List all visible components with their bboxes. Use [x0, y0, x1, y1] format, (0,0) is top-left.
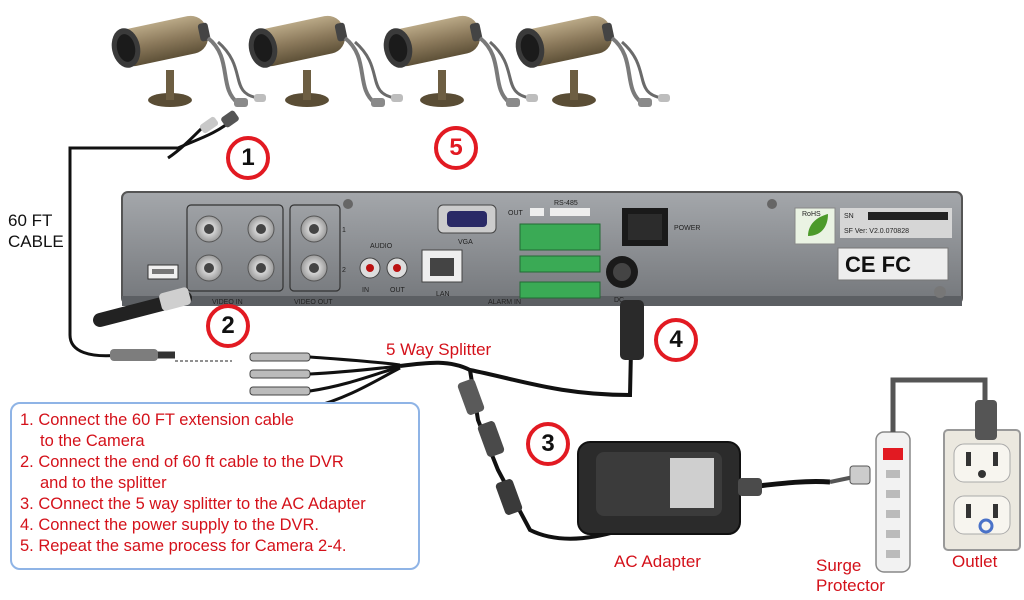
- svg-text:2: 2: [342, 267, 346, 274]
- surge-protector-label: Surge Protector: [816, 556, 885, 595]
- svg-text:DC: DC: [614, 297, 624, 304]
- svg-text:VGA: VGA: [458, 239, 473, 246]
- instruction-item: 3. COnnect the 5 way splitter to the AC …: [20, 495, 366, 513]
- dvr-rear-panel: VIDEO IN VIDEO OUT AUDIO IN OUT VGA LAN …: [121, 191, 963, 306]
- step-marker-4: 4: [654, 318, 698, 362]
- svg-text:CE FC: CE FC: [845, 252, 911, 277]
- svg-text:ALARM IN: ALARM IN: [488, 299, 521, 306]
- step-marker-1: 1: [226, 136, 270, 180]
- svg-text:LAN: LAN: [436, 291, 450, 298]
- svg-text:OUT: OUT: [508, 210, 524, 217]
- cable-label: 60 FT CABLE: [8, 211, 64, 251]
- svg-text:RoHS: RoHS: [802, 211, 821, 218]
- ac-adapter-label: AC Adapter: [614, 552, 701, 571]
- svg-text:SN: SN: [844, 213, 854, 220]
- svg-text:POWER: POWER: [674, 225, 700, 232]
- ac-adapter-icon: [577, 441, 831, 535]
- svg-text:VIDEO OUT: VIDEO OUT: [294, 299, 333, 306]
- surge-protector-icon: [829, 377, 988, 573]
- outlet-label: Outlet: [952, 552, 998, 571]
- svg-text:OUT: OUT: [390, 287, 406, 294]
- step-marker-3: 3: [526, 422, 570, 466]
- step-marker-5: 5: [434, 126, 478, 170]
- camera-icon: [106, 10, 268, 109]
- wall-outlet-icon: [943, 400, 1021, 551]
- svg-text:VIDEO IN: VIDEO IN: [212, 299, 243, 306]
- svg-text:IN: IN: [362, 287, 369, 294]
- svg-text:1: 1: [342, 227, 346, 234]
- instruction-item: 1. Connect the 60 FT extension cable to …: [20, 411, 294, 450]
- extension-cable: [68, 116, 236, 358]
- camera-icon: [378, 10, 540, 109]
- camera-icon: [243, 10, 405, 109]
- svg-text:RS-485: RS-485: [554, 200, 578, 207]
- splitter-label: 5 Way Splitter: [386, 340, 492, 359]
- step-marker-2: 2: [206, 304, 250, 348]
- instruction-item: 2. Connect the end of 60 ft cable to the…: [20, 453, 344, 492]
- instruction-item: 5. Repeat the same process for Camera 2-…: [20, 537, 347, 555]
- instruction-item: 4. Connect the power supply to the DVR.: [20, 516, 319, 534]
- camera-icon: [510, 10, 672, 109]
- svg-text:AUDIO: AUDIO: [370, 243, 393, 250]
- svg-text:SF Ver: V2.0.070828: SF Ver: V2.0.070828: [844, 228, 909, 235]
- instructions-box: 1. Connect the 60 FT extension cable to …: [10, 402, 420, 570]
- splitter-icon: [249, 352, 471, 413]
